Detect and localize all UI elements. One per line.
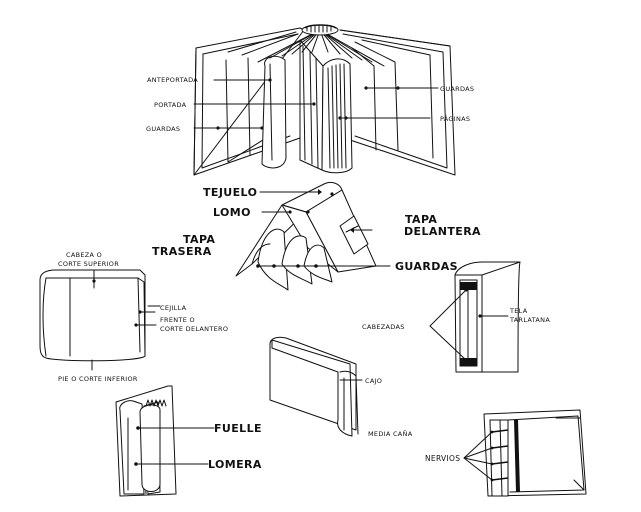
- label-tela-1: TELA: [509, 307, 528, 315]
- label-lomo: LOMO: [213, 206, 251, 219]
- label-fuelle: FUELLE: [214, 422, 262, 435]
- label-tapa-delantera-2: DELANTERA: [404, 225, 481, 238]
- label-anteportada: ANTEPORTADA: [147, 76, 198, 84]
- label-tapa-trasera-1: TAPA: [183, 233, 215, 246]
- label-tapa-delantera-1: TAPA: [405, 213, 437, 226]
- label-cabeza-1: CABEZA O: [66, 251, 102, 259]
- label-pie: PIE O CORTE INFERIOR: [58, 375, 138, 383]
- label-guardas-left: GUARDAS: [146, 125, 180, 133]
- open-book-illustration: [193, 24, 456, 176]
- label-tela-2: TARLATANA: [509, 316, 550, 324]
- label-tapa-trasera-2: TRASERA: [152, 245, 212, 258]
- label-paginas: PÁGINAS: [440, 114, 470, 123]
- label-cabeza-2: CORTE SUPERIOR: [58, 260, 119, 268]
- label-frente-1: FRENTE O: [160, 316, 195, 324]
- label-frente-2: CORTE DELANTERO: [160, 325, 228, 333]
- label-portada: PORTADA: [154, 101, 187, 109]
- label-guardas-big: GUARDAS: [395, 260, 458, 273]
- fuelle-book-illustration: [115, 385, 215, 497]
- label-media-cana: MEDIA CAÑA: [368, 429, 413, 438]
- closed-book-illustration: [39, 269, 161, 371]
- label-guardas-right: GUARDAS: [440, 85, 474, 93]
- label-lomera: LOMERA: [208, 458, 262, 471]
- tent-book-illustration: [235, 181, 391, 291]
- label-nervios: NERVIOS: [425, 454, 460, 463]
- spine-book-illustration: [429, 261, 521, 373]
- label-cajo: CAJO: [365, 377, 382, 385]
- label-cejilla: CEJILLA: [160, 304, 187, 312]
- nervios-book-illustration: [463, 409, 587, 497]
- label-cabezadas: CABEZADAS: [362, 323, 405, 331]
- cajo-book-illustration: [269, 336, 363, 437]
- label-tejuelo: TEJUELO: [203, 186, 257, 199]
